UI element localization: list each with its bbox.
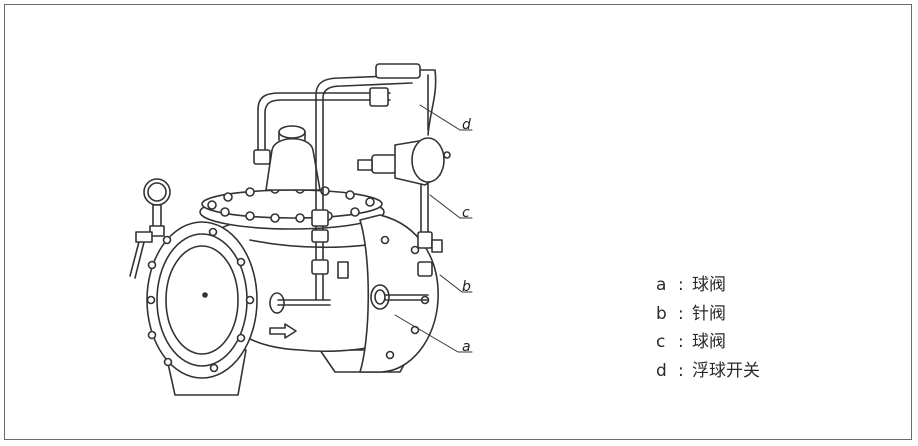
callout-line-d [419,104,473,131]
callout-c: c [462,205,470,221]
legend-key: c [656,332,666,352]
legend-item: c: 球阀 [656,331,760,360]
legend-label: 浮球开关 [692,360,760,381]
legend-item: d: 浮球开关 [656,360,760,389]
legend-key: d [656,360,667,381]
legend-key: a [656,275,667,295]
pilot-pipework [257,69,437,306]
legend-sep: : [678,360,684,381]
flow-arrow [269,323,297,339]
legend-item: b: 针阀 [656,303,760,332]
legend-label: 球阀 [692,332,726,352]
pilot-regulator [357,137,451,186]
legend-label: 针阀 [692,303,726,324]
legend-item: a: 球阀 [656,274,760,303]
component-legend: a: 球阀 b: 针阀 c: 球阀 d: 浮球开关 [656,274,760,388]
legend-sep: : [678,275,684,295]
legend-sep: : [678,332,684,352]
callout-b: b [462,279,471,295]
valve-dome [265,138,321,191]
legend-label: 球阀 [692,275,726,295]
callout-line-a [394,314,473,353]
legend-sep: : [678,303,684,324]
callout-line-b [439,274,473,293]
legend-key: b [656,303,667,324]
inlet-flange [146,221,258,379]
pressure-gauge [129,178,171,279]
callout-line-c [429,194,473,219]
callout-lines [394,104,473,353]
callout-labels: d c b a [462,117,471,355]
callout-a: a [462,339,471,355]
callout-d: d [462,117,471,133]
